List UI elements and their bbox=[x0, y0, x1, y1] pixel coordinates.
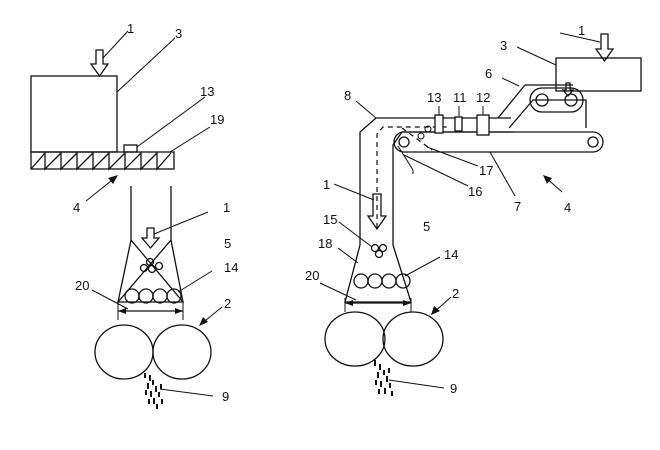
product-particles bbox=[144, 373, 163, 409]
label-rollers: 2 bbox=[224, 296, 231, 311]
label-material-chute: 1 bbox=[223, 200, 230, 215]
screw-conveyor bbox=[30, 151, 175, 171]
label-small-balls: 15 bbox=[323, 212, 337, 227]
label-feed-unit: 4 bbox=[73, 200, 80, 215]
balls bbox=[353, 273, 411, 289]
label-product: 9 bbox=[222, 389, 229, 404]
storage-bin bbox=[30, 75, 118, 153]
label-bin: 3 bbox=[500, 38, 507, 53]
label-flap: 17 bbox=[479, 163, 493, 178]
label-belt: 7 bbox=[514, 199, 521, 214]
label-gap-width: 20 bbox=[75, 278, 89, 293]
label-chute: 8 bbox=[344, 88, 351, 103]
label-sensor: 13 bbox=[200, 84, 214, 99]
label-material-top: 1 bbox=[127, 21, 134, 36]
label-scraper: 16 bbox=[468, 184, 482, 199]
rollers bbox=[94, 324, 212, 380]
material-chute-arrow bbox=[140, 211, 209, 250]
sensor-11 bbox=[454, 116, 463, 132]
label-feed-unit: 4 bbox=[564, 200, 571, 215]
label-bin: 3 bbox=[175, 26, 182, 41]
guide-chute bbox=[497, 82, 587, 129]
feed-arrow bbox=[543, 175, 563, 193]
hopper bbox=[116, 186, 185, 303]
label-material-chute: 1 bbox=[323, 177, 330, 192]
label-sensor-12: 12 bbox=[476, 90, 490, 105]
small-balls bbox=[370, 243, 388, 259]
small-balls bbox=[139, 257, 164, 274]
product-particles bbox=[374, 360, 393, 396]
material-input-arrow bbox=[559, 32, 615, 63]
right-figure: 1 3 6 8 13 11 12 17 16 7 4 1 15 5 18 14 … bbox=[305, 23, 642, 396]
label-material-top: 1 bbox=[578, 23, 585, 38]
flap bbox=[397, 125, 433, 174]
chute bbox=[359, 117, 513, 245]
label-sensor-13: 13 bbox=[427, 90, 441, 105]
label-rollers: 2 bbox=[452, 286, 459, 301]
label-gap-width: 20 bbox=[305, 268, 319, 283]
rollers bbox=[324, 311, 444, 367]
label-hopper: 5 bbox=[423, 219, 430, 234]
sensor-12 bbox=[476, 114, 490, 136]
label-balls: 14 bbox=[224, 260, 238, 275]
gap-dimension bbox=[319, 282, 412, 312]
left-figure: 1 3 13 19 4 1 5 14 20 2 9 bbox=[30, 21, 238, 409]
label-sensor-11: 11 bbox=[453, 90, 467, 105]
sensor-13 bbox=[434, 114, 444, 134]
label-hopper-body: 18 bbox=[318, 236, 332, 251]
hopper bbox=[344, 244, 412, 303]
gap-dimension bbox=[91, 289, 184, 320]
main-belt bbox=[393, 131, 604, 153]
roller-arrow bbox=[431, 296, 452, 315]
material-input-arrow bbox=[89, 30, 129, 78]
sensor-block bbox=[123, 144, 138, 153]
label-balls: 14 bbox=[444, 247, 458, 262]
roller-arrow bbox=[199, 306, 223, 326]
balls bbox=[124, 288, 182, 304]
label-guide: 6 bbox=[485, 66, 492, 81]
label-screw-conveyor: 19 bbox=[210, 112, 224, 127]
upper-belt bbox=[529, 87, 584, 113]
label-product: 9 bbox=[450, 381, 457, 396]
material-chute-arrow bbox=[333, 183, 388, 231]
feed-arrow bbox=[85, 175, 118, 202]
storage-bin bbox=[555, 57, 642, 92]
label-hopper: 5 bbox=[224, 236, 231, 251]
